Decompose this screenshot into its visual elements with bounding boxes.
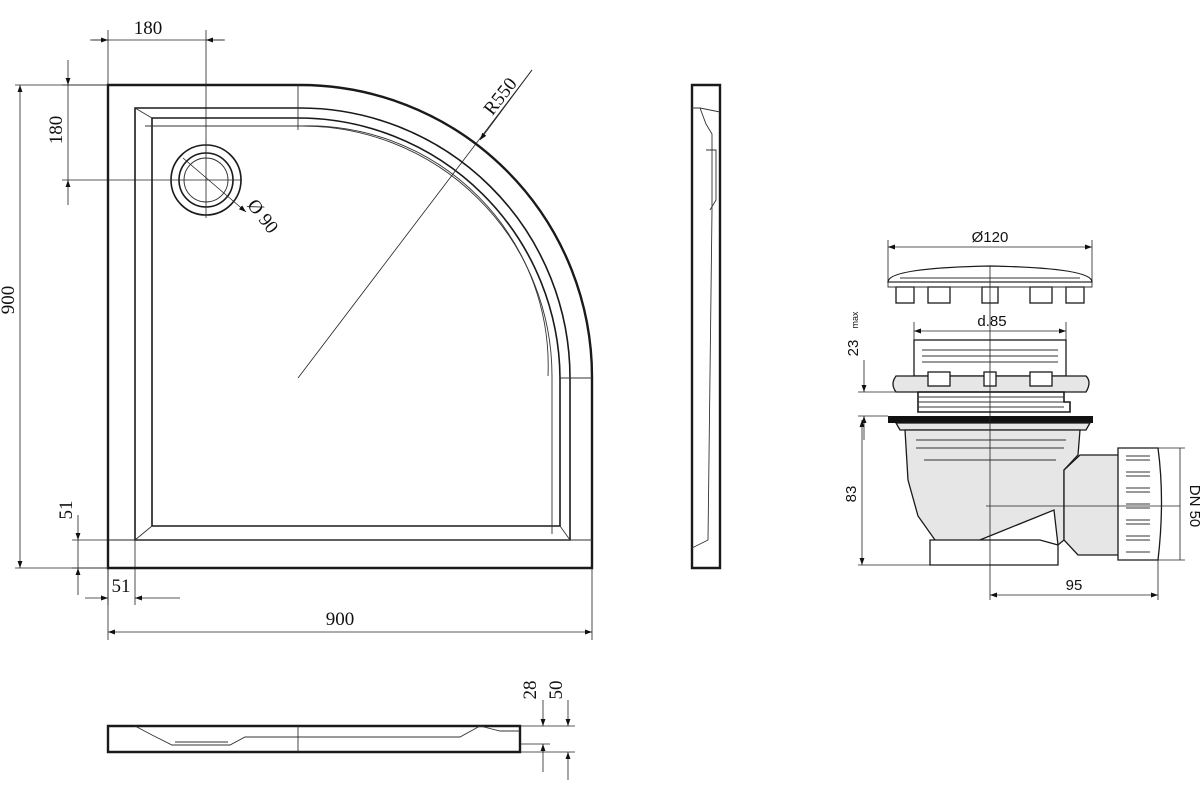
siphon-body [904,266,1180,600]
dim-drain-offset-y: 180 [46,116,67,145]
siphon-dimensions: Ø120 d.85 23 max 83 95 DN 50 [843,229,1200,600]
dim-overall-width: 900 [326,609,355,630]
dim-siphon-height: 83 [843,486,860,503]
tray-plan-view [106,69,594,570]
tray-outer-outline [106,83,594,570]
plan-dimensions: 180 180 900 900 51 51 R550 Ø 90 [0,18,593,640]
dim-drain-diameter: Ø 90 [243,195,283,237]
tray-basin-outline [151,117,561,527]
profile-dimensions: 28 50 [520,681,575,780]
tray-inner-ridge [145,125,553,534]
dim-overall-height: 900 [0,286,19,315]
dim-max-label: max [850,311,860,329]
tray-front-profile [106,724,522,754]
dim-max-adjust: 23 [845,340,862,357]
siphon-assembly [887,265,1180,600]
siphon-flange [888,339,1093,431]
drain-hole [170,142,247,218]
dim-profile-total-height: 50 [546,681,567,700]
tray-side-profile [690,83,722,570]
dim-drain-offset-x: 180 [134,18,163,39]
dim-outlet-offset: 95 [1066,577,1083,594]
dim-cover-diameter: Ø120 [972,229,1009,246]
dim-body-diameter: d.85 [977,313,1006,330]
dim-rim-width-y: 51 [56,501,77,520]
dim-profile-inner-height: 28 [520,681,541,700]
dim-radius: R550 [480,74,522,119]
dim-rim-width-x: 51 [112,576,131,597]
tray-rim-line [134,107,571,541]
dim-outlet-size: DN 50 [1186,485,1200,528]
